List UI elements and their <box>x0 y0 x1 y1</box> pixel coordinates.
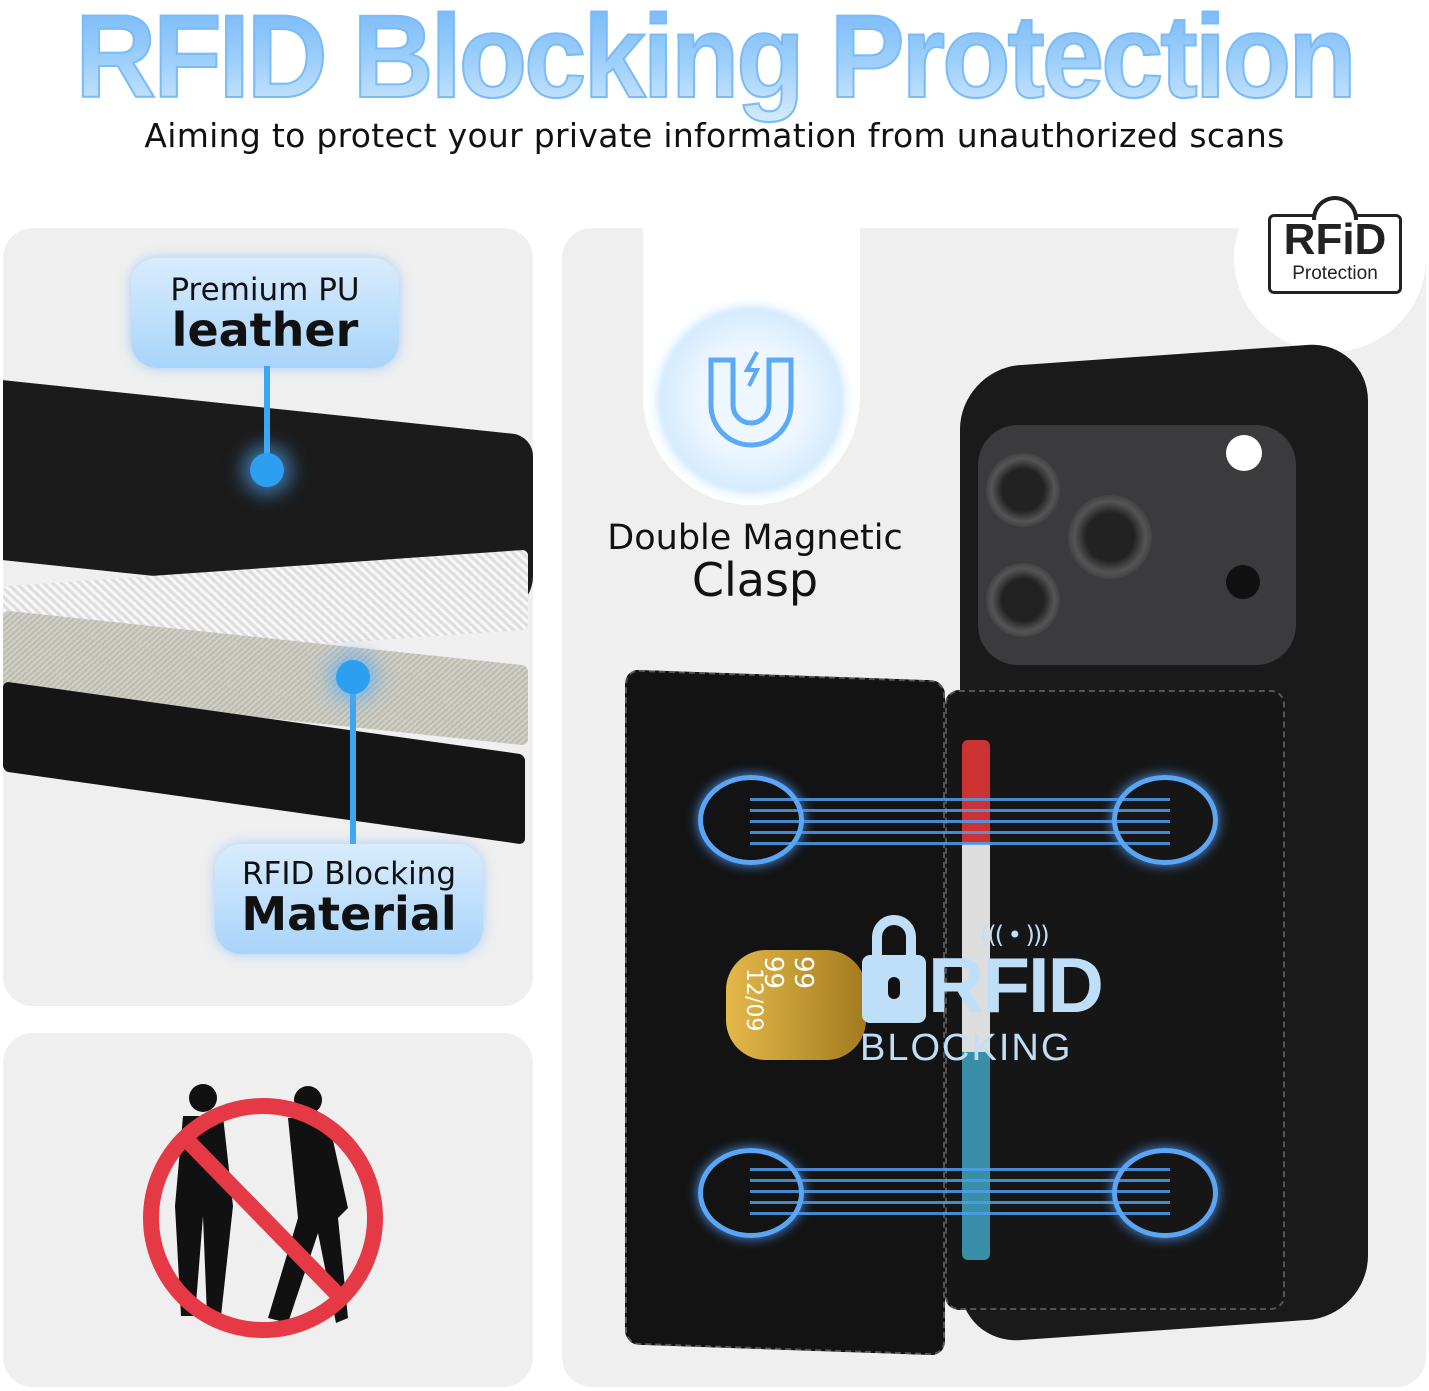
prohibit-circle <box>143 1098 383 1338</box>
magnet-ring-icon <box>698 1148 804 1238</box>
magnet-ring-icon <box>1112 775 1218 865</box>
pointer-line <box>264 366 270 466</box>
clasp-label: Double Magnetic Clasp <box>575 518 935 607</box>
card-chip: 12/09 99 99 <box>726 950 866 1060</box>
camera-lens <box>986 563 1060 637</box>
credit-card-edge <box>962 740 990 1260</box>
magnetic-field-bottom <box>750 1160 1170 1215</box>
label-line: RFID Blocking <box>241 856 457 892</box>
pointer-dot <box>250 453 284 487</box>
badge-frame: RFiD Protection <box>1268 214 1402 294</box>
rfid-material-label: RFID Blocking Material <box>215 844 483 954</box>
page-subtitle: Aiming to protect your private informati… <box>144 116 1285 155</box>
wifi-signal-icon <box>1312 196 1358 220</box>
camera-lens <box>1068 495 1152 579</box>
flash <box>1226 435 1262 471</box>
magnetic-field-top <box>750 790 1170 845</box>
label-line: leather <box>171 303 359 357</box>
magnet-icon <box>661 310 841 490</box>
rfid-big-text: RFID <box>928 941 1104 1029</box>
rfid-protection-badge: RFiD Protection <box>1234 164 1426 352</box>
pu-leather-label: Premium PU leather <box>131 258 399 368</box>
card-digits: 99 99 <box>758 956 818 990</box>
camera-module <box>978 425 1296 665</box>
layers-panel: Premium PU leather RFID Blocking Materia… <box>3 228 533 1006</box>
magnet-ring-icon <box>1112 1148 1218 1238</box>
pointer-line <box>350 673 356 853</box>
badge-small-text: Protection <box>1292 263 1378 284</box>
page-title: RFID Blocking Protection <box>0 0 1429 124</box>
clasp-label-line1: Double Magnetic <box>607 518 903 558</box>
padlock-icon <box>872 915 916 965</box>
rfid-blocking-overlay: RFID BLOCKING ((( • ))) <box>860 915 1104 1069</box>
clasp-label-line2: Clasp <box>691 553 819 607</box>
pointer-dot <box>336 660 370 694</box>
blocking-text: BLOCKING <box>860 1027 1073 1069</box>
camera-lens <box>986 453 1060 527</box>
no-skimming-panel <box>3 1033 533 1387</box>
lidar-sensor <box>1226 565 1260 599</box>
magnet-ring-icon <box>698 775 804 865</box>
thieves-silhouette-icon <box>143 1084 383 1338</box>
label-line: Premium PU <box>170 272 360 308</box>
padlock-body <box>862 955 926 1023</box>
badge-big-text: RFiD <box>1283 215 1387 264</box>
signal-waves-icon: ((( • ))) <box>980 921 1050 949</box>
label-line: Material <box>241 887 457 941</box>
